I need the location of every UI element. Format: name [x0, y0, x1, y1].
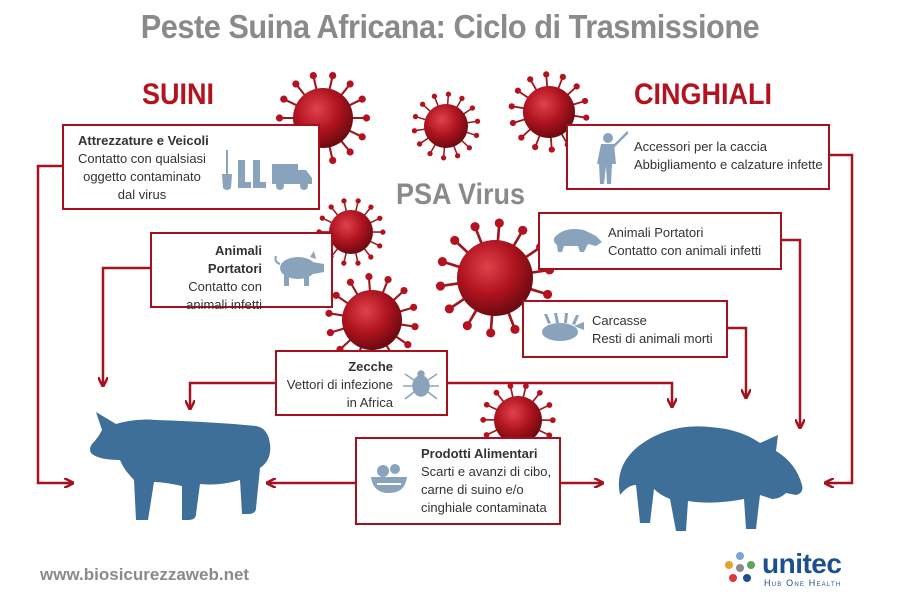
arrow-carcasse — [728, 326, 746, 397]
arrow-zecche-right — [448, 381, 672, 406]
boots-truck-icon — [222, 150, 312, 190]
box-carcasse: Carcasse Resti di animali morti — [522, 300, 728, 358]
food-bowl-icon — [371, 464, 407, 493]
box-text: Contatto con qualsiasi oggetto contamina… — [78, 151, 206, 202]
footer-url[interactable]: www.biosicurezzaweb.net — [40, 565, 250, 584]
box-text: Animali Portatori Contatto con animali i… — [186, 243, 262, 312]
cinghiali-header: CINGHIALI — [634, 78, 772, 111]
virus-particle — [508, 71, 590, 153]
virus-particle — [435, 218, 555, 338]
logo-subtitle: Hub One Health — [764, 578, 842, 588]
box-animali-suini: Animali Portatori Contatto con animali i… — [150, 232, 333, 312]
psa-virus-label: PSA Virus — [396, 178, 526, 211]
tick-icon — [403, 370, 439, 400]
arrow-zecche-left — [190, 381, 275, 408]
box-prodotti: Prodotti Alimentari Scarti e avanzi di c… — [355, 437, 561, 525]
box-title: Attrezzature e Veicoli — [78, 133, 209, 148]
virus-particle — [411, 91, 481, 161]
box-animali-cinghiali: Animali Portatori Contatto con animali i… — [538, 212, 782, 270]
unitec-logo-mark — [725, 552, 755, 582]
domestic-pig-silhouette — [90, 412, 271, 520]
arrow-attrezzature — [36, 164, 72, 483]
suini-header: SUINI — [142, 78, 215, 111]
wild-boar-silhouette — [618, 426, 803, 531]
pig-icon — [274, 251, 324, 286]
page-title: Peste Suina Africana: Ciclo di Trasmissi… — [140, 8, 760, 45]
arrow-animali-cinghiali — [782, 238, 800, 427]
boar-icon — [553, 229, 602, 252]
arrow-accessori — [826, 153, 854, 483]
box-zecche: Zecche Vettori di infezione in Africa — [275, 350, 448, 416]
hunter-icon — [597, 131, 628, 184]
logo-name: unitec — [762, 548, 842, 579]
box-accessori: Accessori per la caccia Abbigliamento e … — [566, 124, 830, 190]
box-attrezzature: Attrezzature e Veicoli Contatto con qual… — [62, 124, 320, 210]
arrow-animali-suini — [103, 266, 150, 385]
carcass-icon — [542, 313, 584, 341]
box-text: Zecche Vettori di infezione in Africa — [286, 359, 393, 410]
